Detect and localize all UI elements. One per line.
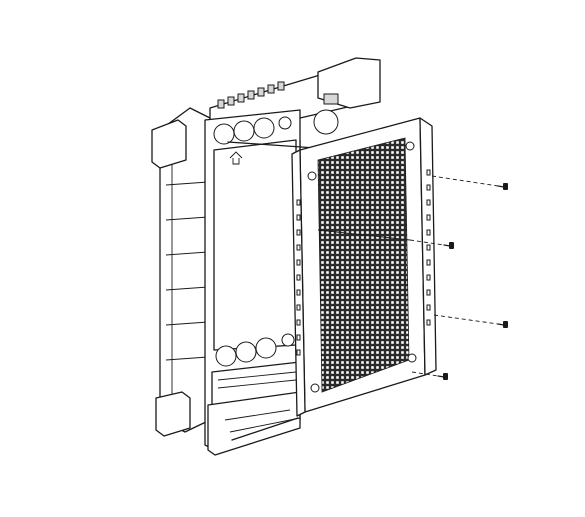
terminal-block — [323, 93, 339, 105]
screw-4 — [411, 371, 448, 380]
bottom-wall — [207, 391, 301, 456]
screw-head-icon — [449, 242, 454, 249]
screw-head-icon — [503, 321, 508, 328]
enclosure-box — [151, 57, 381, 456]
left-side-ribs — [165, 140, 209, 410]
top-cable-knockouts — [213, 109, 339, 145]
mesh-perforations — [317, 137, 410, 393]
flange-slots — [296, 169, 431, 356]
screw-1 — [431, 175, 508, 190]
earth-symbol-icon — [229, 151, 243, 165]
bottom-cable-knockouts — [215, 333, 295, 367]
plate-corner-holes — [307, 141, 417, 393]
screw-head-icon — [443, 373, 448, 380]
mesh-plate — [291, 117, 437, 417]
bottom-left-clip — [155, 391, 191, 437]
top-left-clip — [151, 119, 187, 169]
screw-3 — [433, 314, 508, 328]
top-wall-knockouts — [217, 81, 285, 109]
screw-head-icon — [503, 183, 508, 190]
screws — [409, 175, 508, 380]
front-frame-opening — [213, 139, 297, 351]
screw-2 — [409, 239, 454, 249]
bottom-strap — [231, 417, 299, 441]
mesh-plate-left-flange — [291, 149, 306, 417]
